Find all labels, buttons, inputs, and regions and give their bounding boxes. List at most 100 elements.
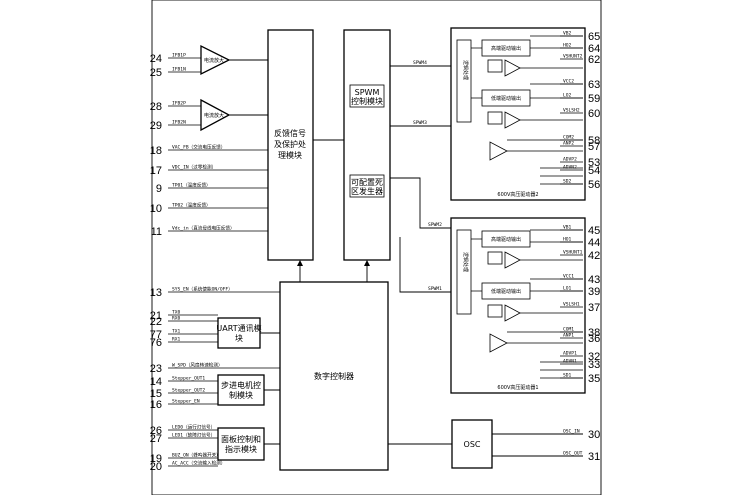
right-pin-signal: SD2	[563, 179, 572, 185]
driver-1-label: 600V高压驱动器1	[497, 384, 538, 391]
right-pin-number: 63	[588, 79, 600, 91]
left-pin-signal: IFB2P	[172, 101, 186, 107]
left-pin-number: 29	[150, 120, 162, 132]
left-pin-number: 77	[150, 329, 162, 341]
current-amp-2	[200, 98, 231, 132]
left-pin-number: 14	[150, 376, 162, 388]
left-pin-number: 10	[150, 203, 162, 215]
right-pin-signal: OSC_OUT	[563, 451, 583, 457]
digital-controller-label: 数字控制器	[314, 371, 354, 381]
left-pin-signal: IFB2N	[172, 120, 186, 126]
right-pin-signal: HO2	[563, 43, 572, 49]
right-pin-signal: VSLSH1	[563, 302, 580, 308]
right-pin-number: 33	[588, 359, 600, 371]
uart-text-1: UART通讯模	[216, 323, 261, 333]
right-pin-signal: LO2	[563, 93, 572, 99]
lo-drv-1-label: 低端驱动输出	[491, 288, 521, 295]
left-pin-signal: LED0（运行灯信号）	[172, 424, 215, 431]
left-pin-signal: TX0	[172, 310, 181, 316]
logic-1-label: 逻辑处理	[462, 252, 469, 272]
left-pin-signal: TP02（温度反馈）	[172, 202, 211, 209]
right-pin-number: 30	[588, 429, 600, 441]
left-pin-signal: IFB1P	[172, 53, 186, 59]
lo-drv-2-label: 低端驱动输出	[491, 95, 521, 102]
left-pin-number: 23	[150, 363, 162, 375]
hi-drv-2-label: 高端驱动输出	[491, 45, 521, 52]
sub-to-dc-wires	[260, 332, 280, 445]
spwm1-label: SPWM1	[428, 286, 442, 292]
right-pin-number: 38	[588, 327, 600, 339]
left-pin-number: 26	[150, 425, 162, 437]
left-pin-number: 19	[150, 453, 162, 465]
right-pin-signal: HO1	[563, 237, 572, 243]
spwm-ctrl-box	[349, 84, 385, 108]
right-pin-number: 31	[588, 451, 600, 463]
right-pin-signal: VCC2	[563, 79, 574, 85]
arrow-up-feedback	[297, 260, 303, 266]
right-pin-signal: VSHUNT2	[563, 54, 583, 60]
right-pin-signal: VB2	[563, 31, 572, 37]
left-pin-signal: Stepper_OUT1	[172, 376, 205, 382]
right-pin-signal: VCC1	[563, 274, 574, 280]
spwm-block	[343, 29, 391, 261]
left-pin-number: 18	[150, 145, 162, 157]
right-pin-signal: VSLSH2	[563, 108, 580, 114]
right-pin-number: 59	[588, 93, 600, 105]
left-pin-signal: Stepper_EN	[172, 399, 200, 405]
panel-text-2: 指示模块	[225, 444, 257, 454]
left-pin-signal: W_SPD（风扇转速检测）	[172, 362, 223, 369]
left-pin-number: 16	[150, 399, 162, 411]
hi-drv-1-label: 高端驱动输出	[491, 236, 521, 243]
arrow-up-spwm	[364, 260, 370, 266]
right-pin-number: 45	[588, 225, 600, 237]
left-pin-signal: TP01（温度反馈）	[172, 182, 211, 189]
chip-outline	[151, 0, 602, 495]
deadzone-text-2: 区发生器	[351, 186, 383, 196]
driver-1-wires	[471, 229, 583, 379]
right-pin-signal: ANP2	[563, 141, 574, 147]
amp-1-label: 电流放大	[204, 57, 224, 64]
left-pin-number: 76	[150, 337, 162, 349]
flop-2b	[487, 111, 503, 125]
left-pin-number: 11	[151, 226, 162, 238]
left-pin-number: 15	[150, 388, 162, 400]
driver-2-label: 600V高压驱动器2	[497, 191, 538, 198]
left-pin-signal: RX0	[172, 316, 181, 322]
osc-label: OSC	[464, 440, 481, 449]
left-pin-signal: LED1（故障灯信号）	[172, 432, 215, 439]
left-pin-number: 17	[150, 165, 162, 177]
left-pin-signal: IFB1N	[172, 67, 186, 73]
left-pin-signal: TX1	[172, 329, 181, 335]
right-pin-signal: VSHUNT1	[563, 250, 583, 256]
right-pin-number: 35	[588, 373, 600, 385]
right-pin-number: 57	[588, 141, 600, 153]
right-pin-signal: SD1	[563, 373, 572, 379]
right-pin-signal: ADVP1	[563, 351, 577, 357]
left-pin-signal: AC_ACC（交流输入检测）	[172, 460, 225, 467]
right-pin-number: 44	[588, 237, 600, 249]
flop-1a	[487, 251, 503, 265]
comp-1b	[504, 304, 521, 322]
right-pin-number: 65	[588, 31, 600, 43]
left-pin-signal: BUZ_ON（蜂鸣器开关）	[172, 452, 221, 459]
digital-controller	[279, 281, 389, 471]
uart-text-2: 块	[235, 333, 243, 343]
right-pin-number: 36	[588, 333, 600, 345]
amp-2c	[489, 141, 508, 161]
current-amp-1	[200, 44, 231, 76]
right-pin-signal: OSC_IN	[563, 429, 580, 435]
comp-2a	[504, 59, 521, 77]
spwm-text-1: SPWM	[355, 88, 380, 97]
left-pin-number: 20	[150, 461, 162, 473]
right-pin-number: 54	[588, 165, 600, 177]
amp-wires	[229, 59, 268, 116]
stepper-text-1: 步进电机控	[221, 380, 261, 390]
spwm2-label: SPWM2	[428, 222, 442, 228]
right-pin-number: 64	[588, 43, 600, 55]
spwm4-label: SPWM4	[413, 60, 427, 66]
right-pin-signal: ADVP2	[563, 157, 577, 163]
panel-text-1: 面板控制和	[221, 434, 261, 444]
